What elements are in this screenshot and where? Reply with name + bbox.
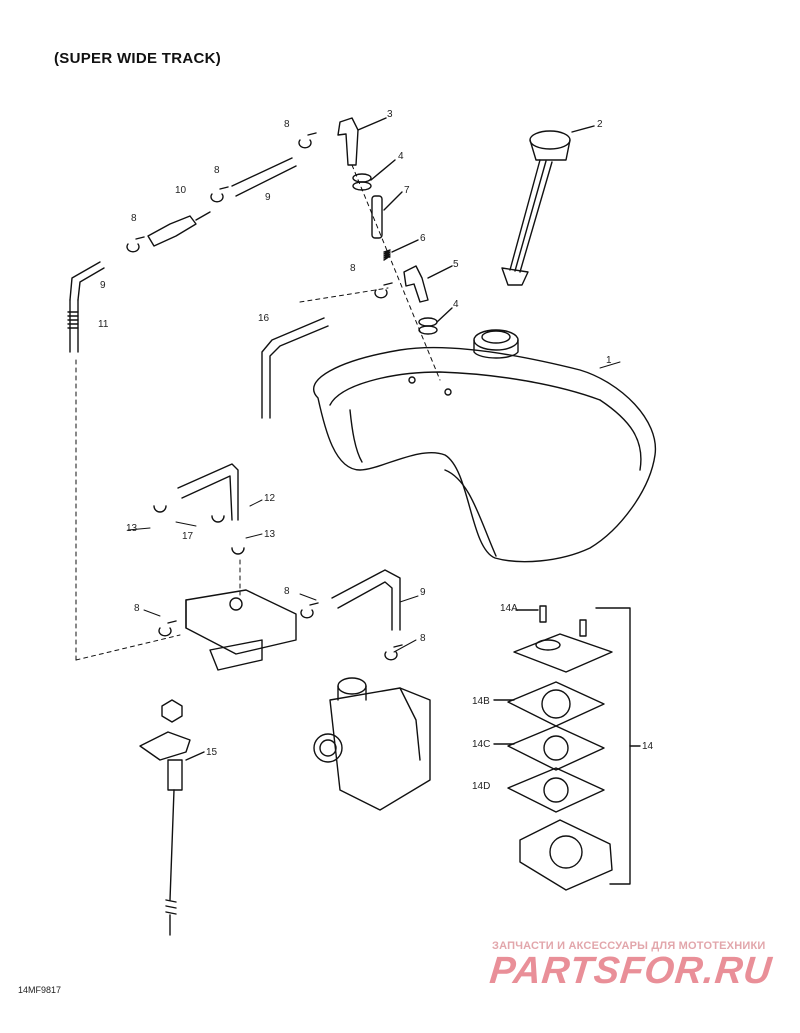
callout-part-11: 11 [98,319,109,330]
callout-part-8-f: 8 [284,586,290,597]
watermark-tagline: ЗАПЧАСТИ И АКСЕССУАРЫ ДЛЯ МОТОТЕХНИКИ [492,940,766,952]
hose-parts [70,158,400,630]
callout-part-13-b: 13 [264,529,276,540]
fuel-pump-part-14 [494,606,640,890]
callout-part-8-a: 8 [284,119,290,130]
callout-part-13-a: 13 [126,523,138,534]
callout-part-9-a: 9 [265,192,271,203]
tube-part [372,192,402,238]
clamp-parts [127,133,402,660]
carburetor-assembly [314,678,430,810]
fuel-filter-part [148,212,210,246]
callout-part-9-b: 9 [100,280,106,291]
callout-part-4-lower: 4 [453,299,459,310]
callout-part-8-e: 8 [134,603,140,614]
figure-code: 14MF9817 [18,985,62,995]
callout-part-12: 12 [264,493,276,504]
clip-part-17 [212,516,224,522]
callout-part-1: 1 [606,355,612,366]
throttle-cable-part [140,700,204,935]
callout-part-17: 17 [182,531,194,542]
spring-part [384,240,418,260]
callout-part-15: 15 [206,747,218,758]
callout-part-4-upper: 4 [398,151,404,162]
vent-hose-part [262,318,328,418]
callout-part-8-b: 8 [214,165,220,176]
leader-lines [128,362,620,652]
elbow-fitting-part [338,118,386,165]
callout-part-14c: 14C [472,739,491,750]
callout-part-14a: 14A [500,603,518,614]
callout-part-5: 5 [453,259,459,270]
fuel-gauge-part [502,126,594,285]
callout-part-8-c: 8 [131,213,137,224]
grommet-part-upper [353,160,395,190]
callout-part-14: 14 [642,741,654,752]
elbow-fitting-right-part [404,266,452,302]
grommet-part-lower [419,308,452,334]
clip-parts-13 [154,506,244,554]
callout-part-6: 6 [420,233,426,244]
callout-part-10: 10 [175,185,187,196]
callout-part-8-g: 8 [420,633,426,644]
callout-part-8-d: 8 [350,263,356,274]
callout-part-16: 16 [258,313,270,324]
callout-part-2: 2 [597,119,603,130]
callout-part-14d: 14D [472,781,491,792]
fuel-tank-part [314,330,656,562]
fuel-pump-bracket [186,590,296,670]
watermark-logo: PARTSFOR.RU [487,950,775,992]
callout-part-7: 7 [404,185,410,196]
assembly-lines [76,165,440,660]
callout-part-9-c: 9 [420,587,426,598]
hose-spring-part [68,300,78,352]
callout-part-3: 3 [387,109,393,120]
callout-part-14b: 14B [472,696,490,707]
hose-part-12 [178,464,238,520]
diagram-title: (SUPER WIDE TRACK) [54,50,222,67]
